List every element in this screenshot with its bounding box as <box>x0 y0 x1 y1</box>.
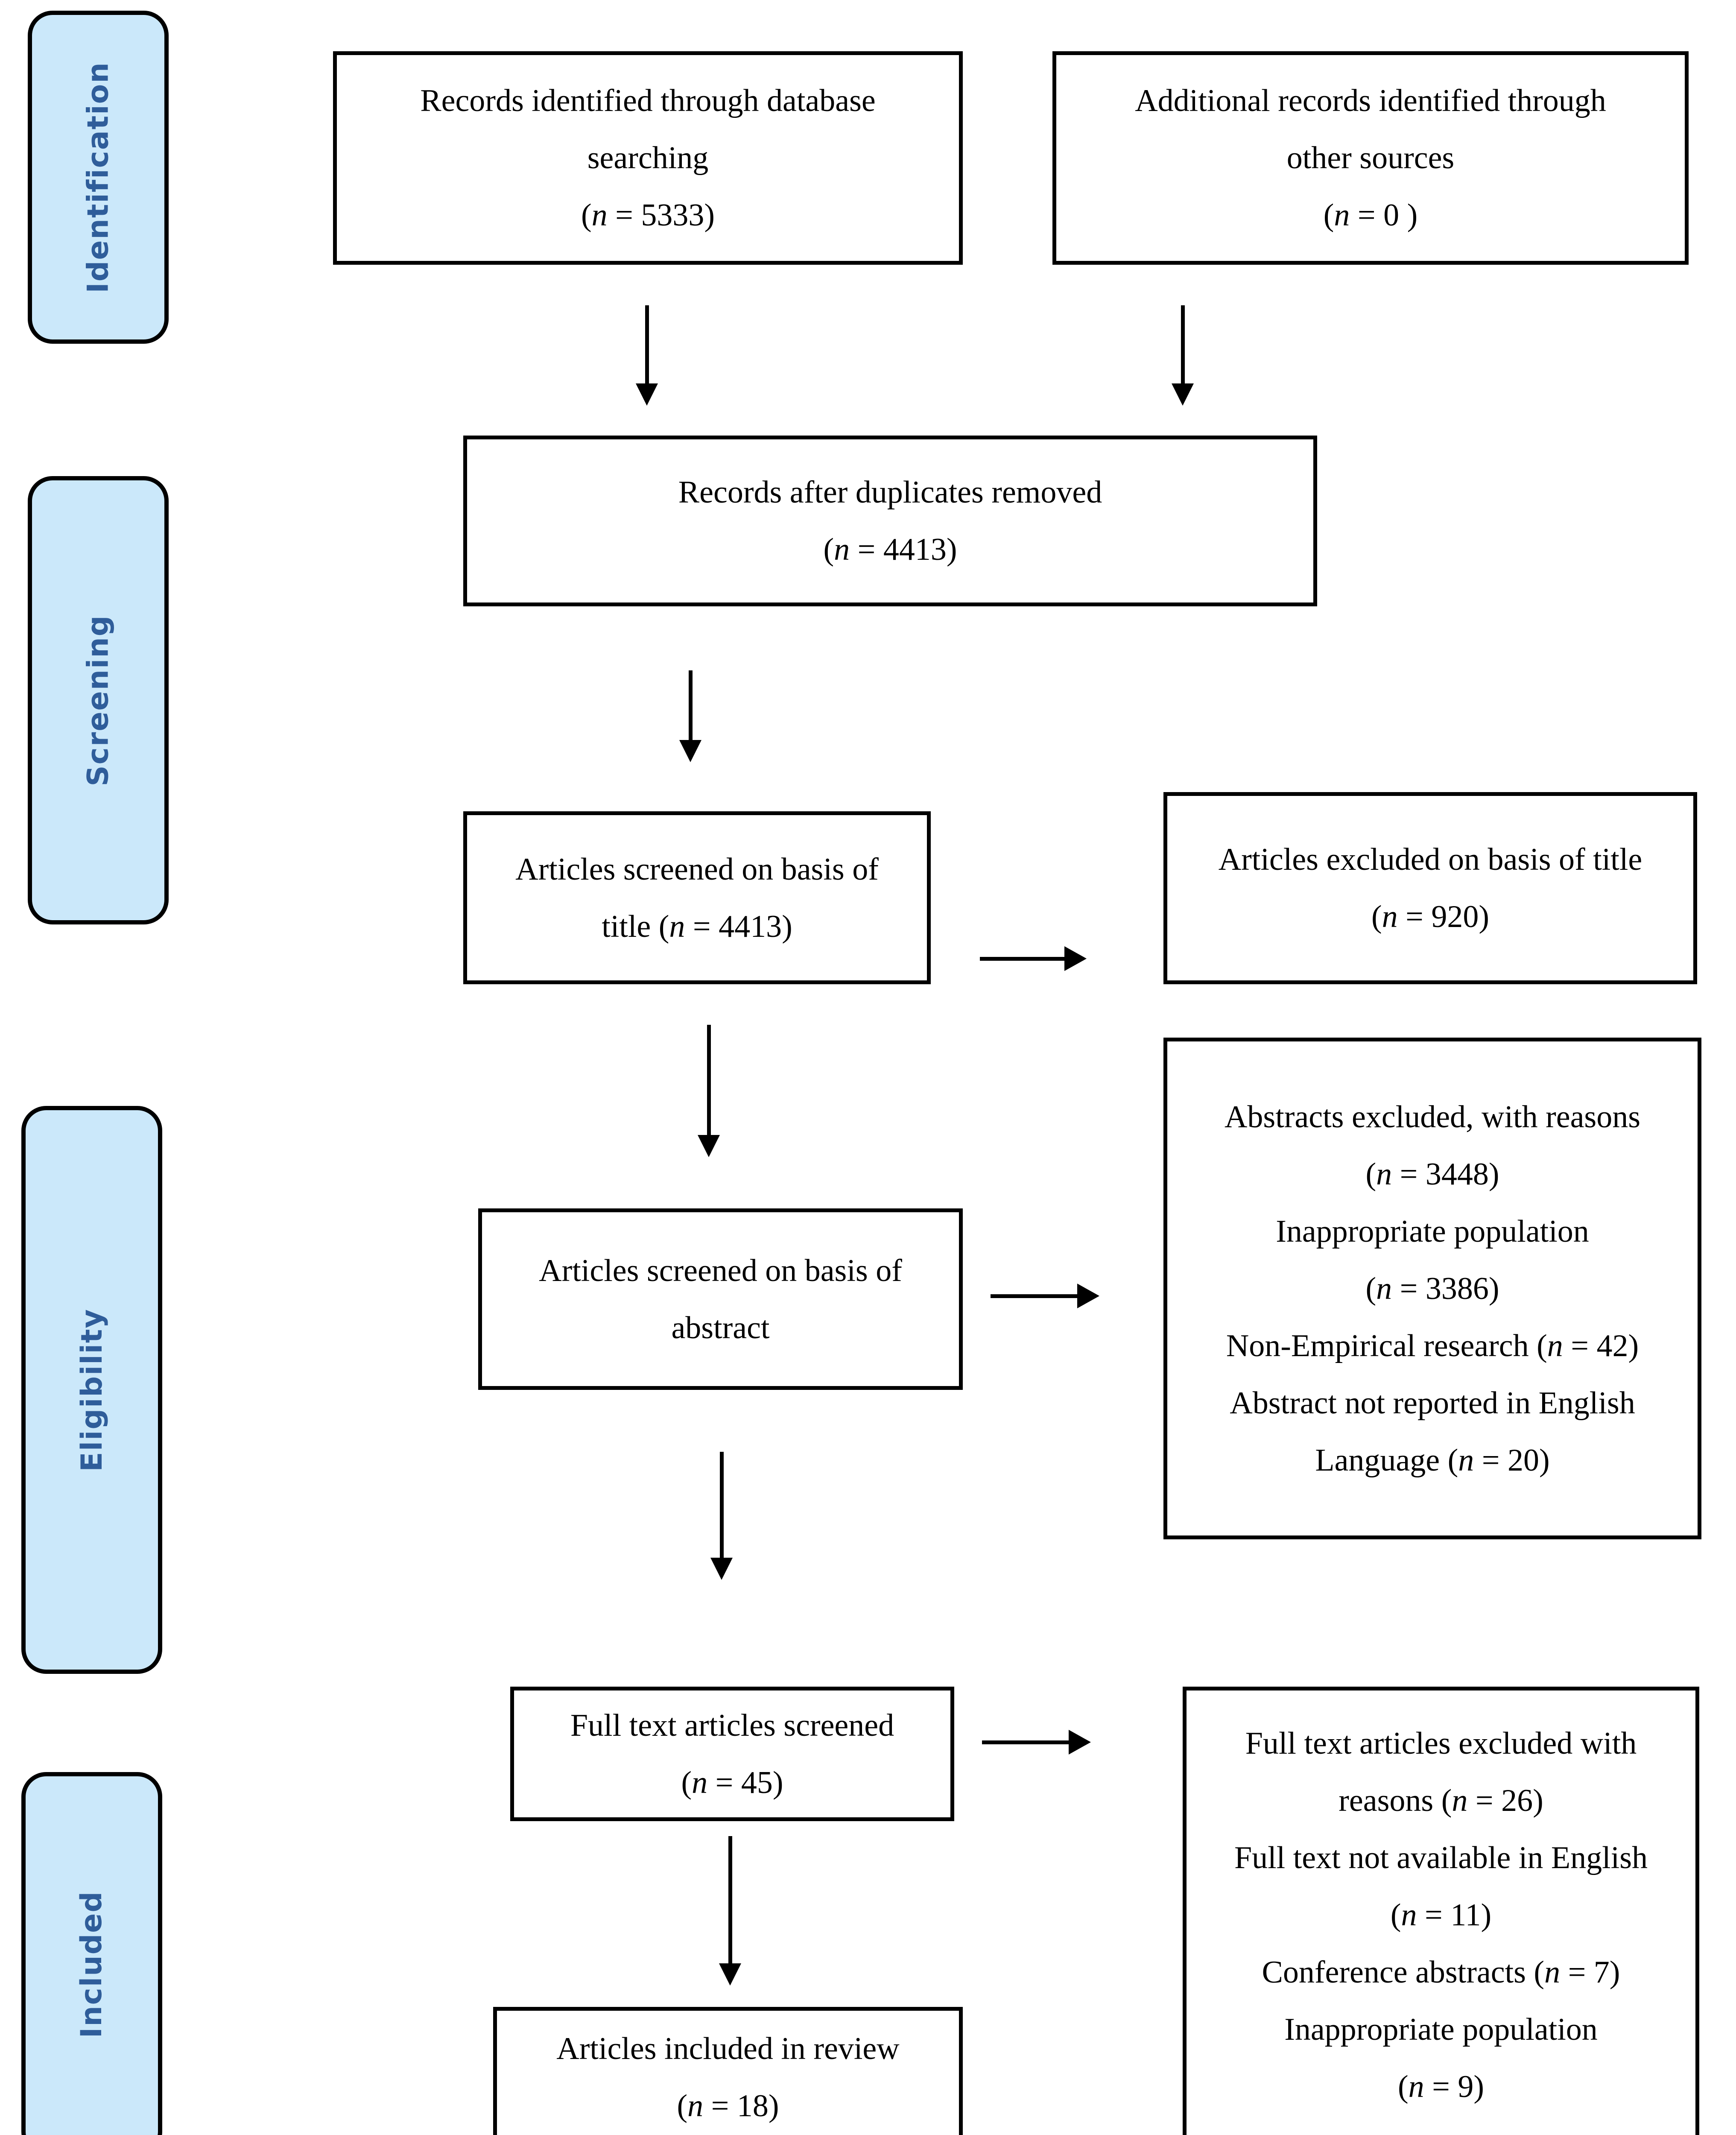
arrow-right-icon <box>982 1730 1091 1755</box>
stage-eligibility: Eligibility <box>21 1106 162 1674</box>
arrow-down-icon <box>710 1452 733 1580</box>
box-text-line: Full text articles screened <box>570 1708 894 1743</box>
box-text-line: searching <box>587 140 709 175</box>
stage-included-label: Included <box>75 1890 109 2038</box>
box-text-line: (n = 920) <box>1371 899 1490 934</box>
box-screened-abstract: Articles screened on basis of abstract <box>478 1208 963 1390</box>
box-fulltext-screened: Full text articles screened (n = 45) <box>510 1687 954 1821</box>
box-text-line: (n = 3448) <box>1365 1156 1499 1192</box>
box-duplicates-removed: Records after duplicates removed (n = 441… <box>463 436 1317 606</box>
box-text-line: (n = 4413) <box>823 532 957 567</box>
box-text-line: Articles screened on basis of <box>539 1253 902 1288</box>
box-text-line: Language (n = 20) <box>1315 1442 1550 1478</box>
box-text-line: Full text articles excluded with <box>1245 1726 1637 1761</box>
box-text-line: (n = 11) <box>1390 1898 1492 1933</box>
box-records-identified: Records identified through database searc… <box>333 51 963 265</box>
box-text-line: abstract <box>671 1310 770 1345</box>
arrow-stem <box>645 305 649 383</box>
box-text-line: (n = 9) <box>1397 2069 1485 2104</box>
box-text-line: (n = 5333) <box>581 198 715 233</box>
arrow-stem <box>982 1740 1069 1744</box>
arrow-down-icon <box>719 1836 741 1986</box>
box-text-line: Abstracts excluded, with reasons <box>1224 1099 1641 1135</box>
box-text-line: reasons (n = 26) <box>1339 1783 1543 1818</box>
arrow-down-icon <box>698 1025 720 1157</box>
box-additional-records: Additional records identified through oth… <box>1052 51 1689 265</box>
stage-included: Included <box>21 1772 162 2135</box>
arrow-stem <box>1181 305 1185 383</box>
box-text-line: other sources <box>1286 140 1455 175</box>
arrow-stem <box>719 1452 724 1558</box>
box-text-line: Articles excluded on basis of title <box>1218 842 1642 877</box>
arrow-stem <box>980 956 1064 961</box>
arrow-stem <box>707 1025 711 1135</box>
box-text-line: title (n = 4413) <box>602 909 792 944</box>
arrow-right-icon <box>980 946 1087 971</box>
box-screened-title: Articles screened on basis of title (n = … <box>463 811 931 984</box>
stage-identification-label: Identification <box>81 61 115 293</box>
box-text-line: Records identified through database <box>420 83 876 118</box>
box-text-line: Non-Empirical research (n = 42) <box>1226 1328 1639 1363</box>
stage-eligibility-label: Eligibility <box>75 1308 109 1472</box>
arrow-down-icon <box>1172 305 1194 406</box>
arrow-stem <box>728 1836 732 1963</box>
box-excluded-title: Articles excluded on basis of title (n = … <box>1163 792 1697 984</box>
box-text-line: Full text not available in English <box>1234 1840 1648 1875</box>
arrow-head-icon <box>1069 1730 1091 1755</box>
box-abstracts-excluded: Abstracts excluded, with reasons (n = 344… <box>1163 1038 1701 1539</box>
box-text-line: Inappropriate population <box>1276 1214 1589 1249</box>
box-text-line: Inappropriate population <box>1284 2012 1598 2047</box>
arrow-head-icon <box>1064 946 1087 971</box>
box-text-line: Records after duplicates removed <box>678 475 1102 510</box>
arrow-head-icon <box>710 1558 733 1580</box>
arrow-head-icon <box>719 1963 741 1986</box>
arrow-down-icon <box>636 305 658 406</box>
arrow-head-icon <box>698 1135 720 1157</box>
box-fulltext-excluded: Full text articles excluded with reasons … <box>1183 1687 1699 2135</box>
stage-screening: Screening <box>28 476 169 924</box>
stage-screening-label: Screening <box>81 614 115 786</box>
box-text-line: Conference abstracts (n = 7) <box>1262 1955 1620 1990</box>
arrow-down-icon <box>679 670 701 762</box>
stage-identification: Identification <box>28 11 169 344</box>
arrow-head-icon <box>1172 383 1194 406</box>
arrow-head-icon <box>1077 1284 1099 1308</box>
box-text-line: Articles screened on basis of <box>515 851 879 887</box>
box-text-line: (n = 45) <box>681 1765 783 1800</box>
box-text-line: Abstract not reported in English <box>1230 1385 1635 1421</box>
arrow-head-icon <box>636 383 658 406</box>
box-text-line: Articles included in review <box>556 2031 900 2066</box>
arrow-stem <box>991 1294 1077 1298</box>
box-included-review: Articles included in review (n = 18) <box>493 2007 963 2135</box>
box-text-line: (n = 0 ) <box>1323 198 1418 233</box>
arrow-stem <box>688 670 693 740</box>
arrow-right-icon <box>991 1284 1099 1308</box>
box-text-line: Additional records identified through <box>1135 83 1606 118</box>
box-text-line: (n = 18) <box>677 2088 779 2123</box>
box-text-line: (n = 3386) <box>1365 1271 1499 1306</box>
arrow-head-icon <box>679 740 701 762</box>
